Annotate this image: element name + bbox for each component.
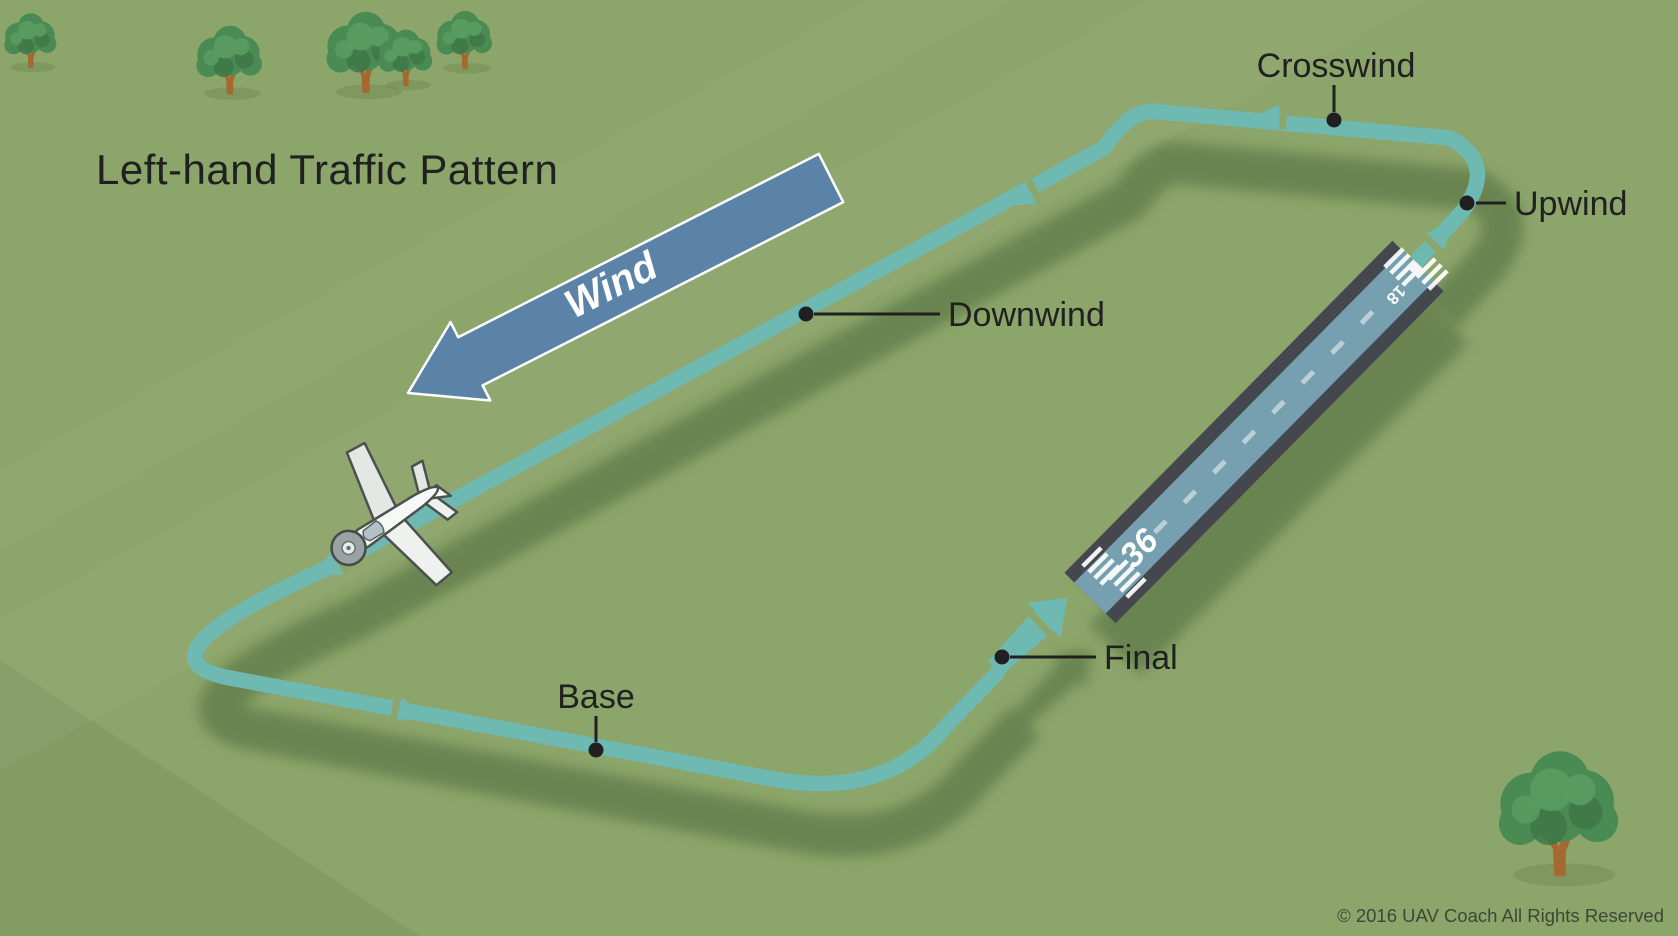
- runway-threshold-stripes-near: [1081, 546, 1147, 599]
- downwind-label-group: Downwind: [798, 296, 1105, 334]
- upwind-flow-arrow: [1426, 221, 1453, 250]
- crosswind-flow-arrow: [1253, 105, 1280, 130]
- base-flow-arrow: [397, 697, 425, 722]
- upwind-arrow-notch: [1421, 233, 1444, 255]
- crosswind-dot: [1326, 112, 1342, 128]
- crosswind-arrow-notch: [1279, 105, 1288, 130]
- base-label: Base: [557, 678, 635, 716]
- crosswind-label-group: Crosswind: [1257, 47, 1416, 128]
- upwind-label: Upwind: [1514, 185, 1627, 223]
- crosswind-label: Crosswind: [1257, 47, 1416, 85]
- downwind-end-flow-arrow: [314, 551, 344, 576]
- downwind-arrow-notch: [1025, 179, 1044, 204]
- final-arrow-notch: [1026, 609, 1055, 638]
- airplane-canopy: [362, 520, 385, 542]
- pattern-shadow: [198, 142, 1524, 857]
- base-arrow-notch: [389, 696, 402, 722]
- base-dot: [588, 742, 604, 758]
- final-label: Final: [1104, 639, 1178, 677]
- final-dot: [994, 649, 1010, 665]
- copyright-text: © 2016 UAV Coach All Rights Reserved: [1337, 905, 1664, 926]
- runway-centerline: [1152, 310, 1375, 535]
- airplane: [330, 441, 459, 587]
- base-label-group: Base: [557, 678, 635, 758]
- upwind-label-group: Upwind: [1459, 185, 1627, 223]
- diagram-title: Left-hand Traffic Pattern: [96, 146, 558, 193]
- downwind-dot: [798, 306, 814, 322]
- downwind-flow-arrow: [1008, 182, 1037, 206]
- final-label-group: Final: [994, 639, 1178, 677]
- wind-arrow-icon: [406, 152, 845, 402]
- upwind-dot: [1459, 195, 1475, 211]
- pattern-loop: [187, 103, 1486, 792]
- leg-labels: Crosswind Upwind Downwind Base Final: [557, 47, 1627, 758]
- downwind-label: Downwind: [948, 296, 1105, 334]
